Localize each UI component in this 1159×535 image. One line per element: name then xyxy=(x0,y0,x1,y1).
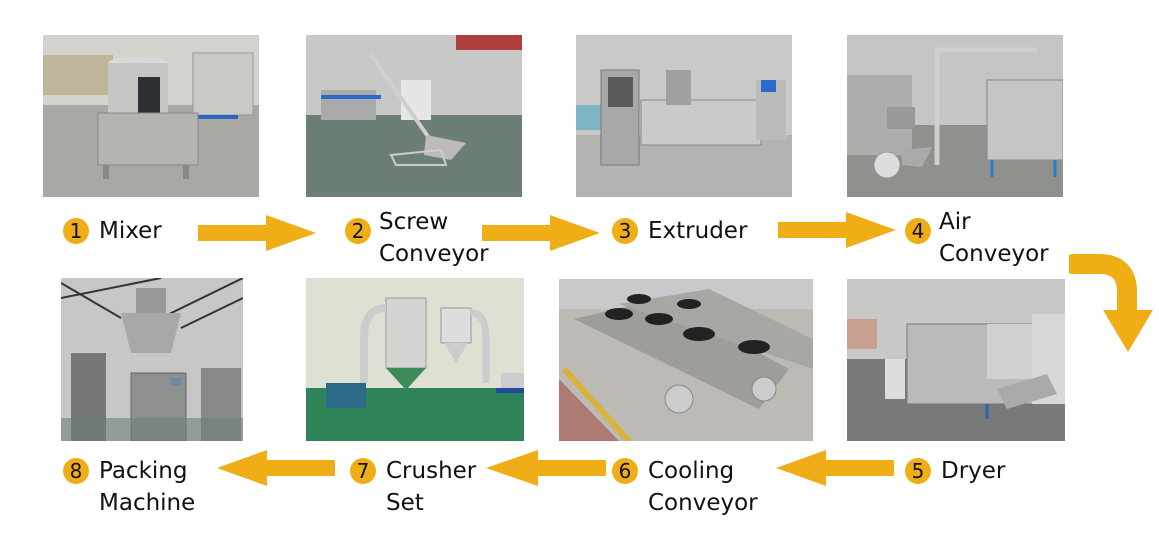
crusher-set-photo xyxy=(306,278,524,441)
step-6-name-line1: Cooling xyxy=(648,458,735,484)
step-2-name-line1: Screw xyxy=(379,209,449,235)
step-4-name-line1: Air xyxy=(939,209,971,235)
air-conveyor-photo xyxy=(847,35,1063,197)
arrow-left-icon xyxy=(217,450,335,486)
step-3-name: Extruder xyxy=(648,218,748,244)
step-7-name-line2: Set xyxy=(386,490,424,516)
step-4-badge: 4 xyxy=(905,218,931,244)
step-8-label: 8 Packing Machine xyxy=(63,455,195,519)
step-3-label: 3 Extruder xyxy=(612,218,747,247)
step-6-label: 6 Cooling Conveyor xyxy=(612,455,758,519)
arrow-right-icon xyxy=(778,212,896,248)
arrow-right-icon xyxy=(482,215,600,251)
step-1-badge: 1 xyxy=(63,218,89,244)
step-6-badge: 6 xyxy=(612,458,638,484)
screw-conveyor-photo xyxy=(306,35,522,197)
extruder-photo xyxy=(576,35,792,197)
step-4-name-line2: Conveyor xyxy=(939,241,1049,267)
step-3-badge: 3 xyxy=(612,218,638,244)
cooling-conveyor-photo xyxy=(559,279,813,441)
dryer-photo xyxy=(847,279,1065,441)
mixer-photo xyxy=(43,35,259,197)
step-4-label: 4 Air Conveyor xyxy=(905,206,1049,270)
step-7-badge: 7 xyxy=(350,458,376,484)
step-1-label: 1 Mixer xyxy=(63,218,162,247)
step-8-badge: 8 xyxy=(63,458,89,484)
arrow-left-icon xyxy=(486,450,606,486)
step-5-name: Dryer xyxy=(941,458,1006,484)
step-1-name: Mixer xyxy=(99,218,162,244)
step-2-badge: 2 xyxy=(345,218,371,244)
step-8-name-line2: Machine xyxy=(99,490,196,516)
step-7-label: 7 Crusher Set xyxy=(350,455,476,519)
step-5-label: 5 Dryer xyxy=(905,455,1005,487)
arrow-curve-down-icon xyxy=(1069,250,1159,355)
step-2-name-line2: Conveyor xyxy=(379,241,489,267)
packing-machine-photo xyxy=(61,278,243,441)
arrow-left-icon xyxy=(776,450,894,486)
step-5-badge: 5 xyxy=(905,458,931,484)
arrow-right-icon xyxy=(198,215,316,251)
step-8-name-line1: Packing xyxy=(99,458,188,484)
step-6-name-line2: Conveyor xyxy=(648,490,758,516)
step-2-label: 2 Screw Conveyor xyxy=(345,206,489,270)
step-7-name-line1: Crusher xyxy=(386,458,477,484)
